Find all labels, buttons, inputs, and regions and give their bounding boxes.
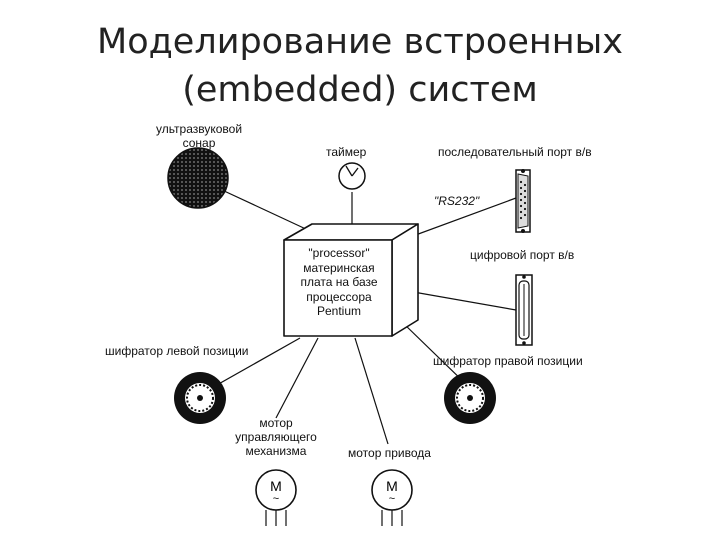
slide-title: Моделирование встроенных (embedded) сист…	[0, 18, 720, 114]
link-digital-port	[401, 289, 517, 311]
link-left-encoder	[207, 337, 301, 391]
processor-line-2: материнская	[303, 260, 375, 275]
processor-label: "processor" материнская плата на базе пр…	[288, 246, 390, 319]
processor-line-4: процессора	[306, 289, 372, 304]
label-drive-motor: мотор привода	[348, 446, 431, 460]
label-sonar: ультразвуковой сонар	[140, 122, 258, 150]
label-sonar-line-1: ультразвуковой	[155, 122, 243, 136]
link-serial-port	[401, 197, 517, 241]
drive-motor-icon: M ~	[371, 469, 413, 526]
label-serial-port: последовательный порт в/в	[438, 145, 592, 159]
label-digital-port: цифровой порт в/в	[470, 248, 575, 262]
processor-line-1: "processor"	[308, 246, 370, 260]
label-right-encoder: шифратор правой позиции	[433, 354, 583, 368]
label-steering-motor-line-3: механизма	[245, 444, 307, 458]
drive-motor-symbol: M	[386, 478, 398, 494]
steering-motor-wave: ~	[273, 493, 279, 505]
processor-line-5: Pentium	[316, 304, 362, 318]
link-steering-motor	[275, 337, 319, 419]
label-steering-motor: мотор управляющего механизма	[226, 416, 326, 458]
steering-motor-symbol: M	[270, 478, 282, 494]
connection-lines	[207, 189, 517, 445]
serial-port-connector-icon	[515, 169, 531, 233]
serial-port-pins	[519, 180, 527, 220]
processor-box	[283, 223, 419, 337]
title-line-1: Моделирование встроенных	[97, 22, 623, 62]
timer-clock-icon	[338, 162, 366, 190]
left-encoder-icon	[174, 372, 226, 424]
processor-line-3: плата на базе	[300, 275, 378, 289]
label-steering-motor-line-2: управляющего	[235, 430, 317, 444]
digital-port-connector-icon	[515, 274, 533, 346]
link-drive-motor	[354, 337, 389, 445]
label-sonar-line-2: сонар	[182, 136, 216, 150]
label-timer: таймер	[326, 145, 367, 159]
label-left-encoder: шифратор левой позиции	[105, 344, 249, 358]
label-steering-motor-line-1: мотор	[259, 416, 293, 430]
right-encoder-icon	[444, 372, 496, 424]
drive-motor-wave: ~	[389, 493, 395, 505]
label-rs232: "RS232"	[434, 194, 480, 208]
steering-motor-icon: M ~	[255, 469, 297, 526]
sonar-icon	[167, 147, 229, 209]
title-line-2: (embedded) систем	[182, 70, 538, 110]
link-sonar	[221, 189, 309, 231]
